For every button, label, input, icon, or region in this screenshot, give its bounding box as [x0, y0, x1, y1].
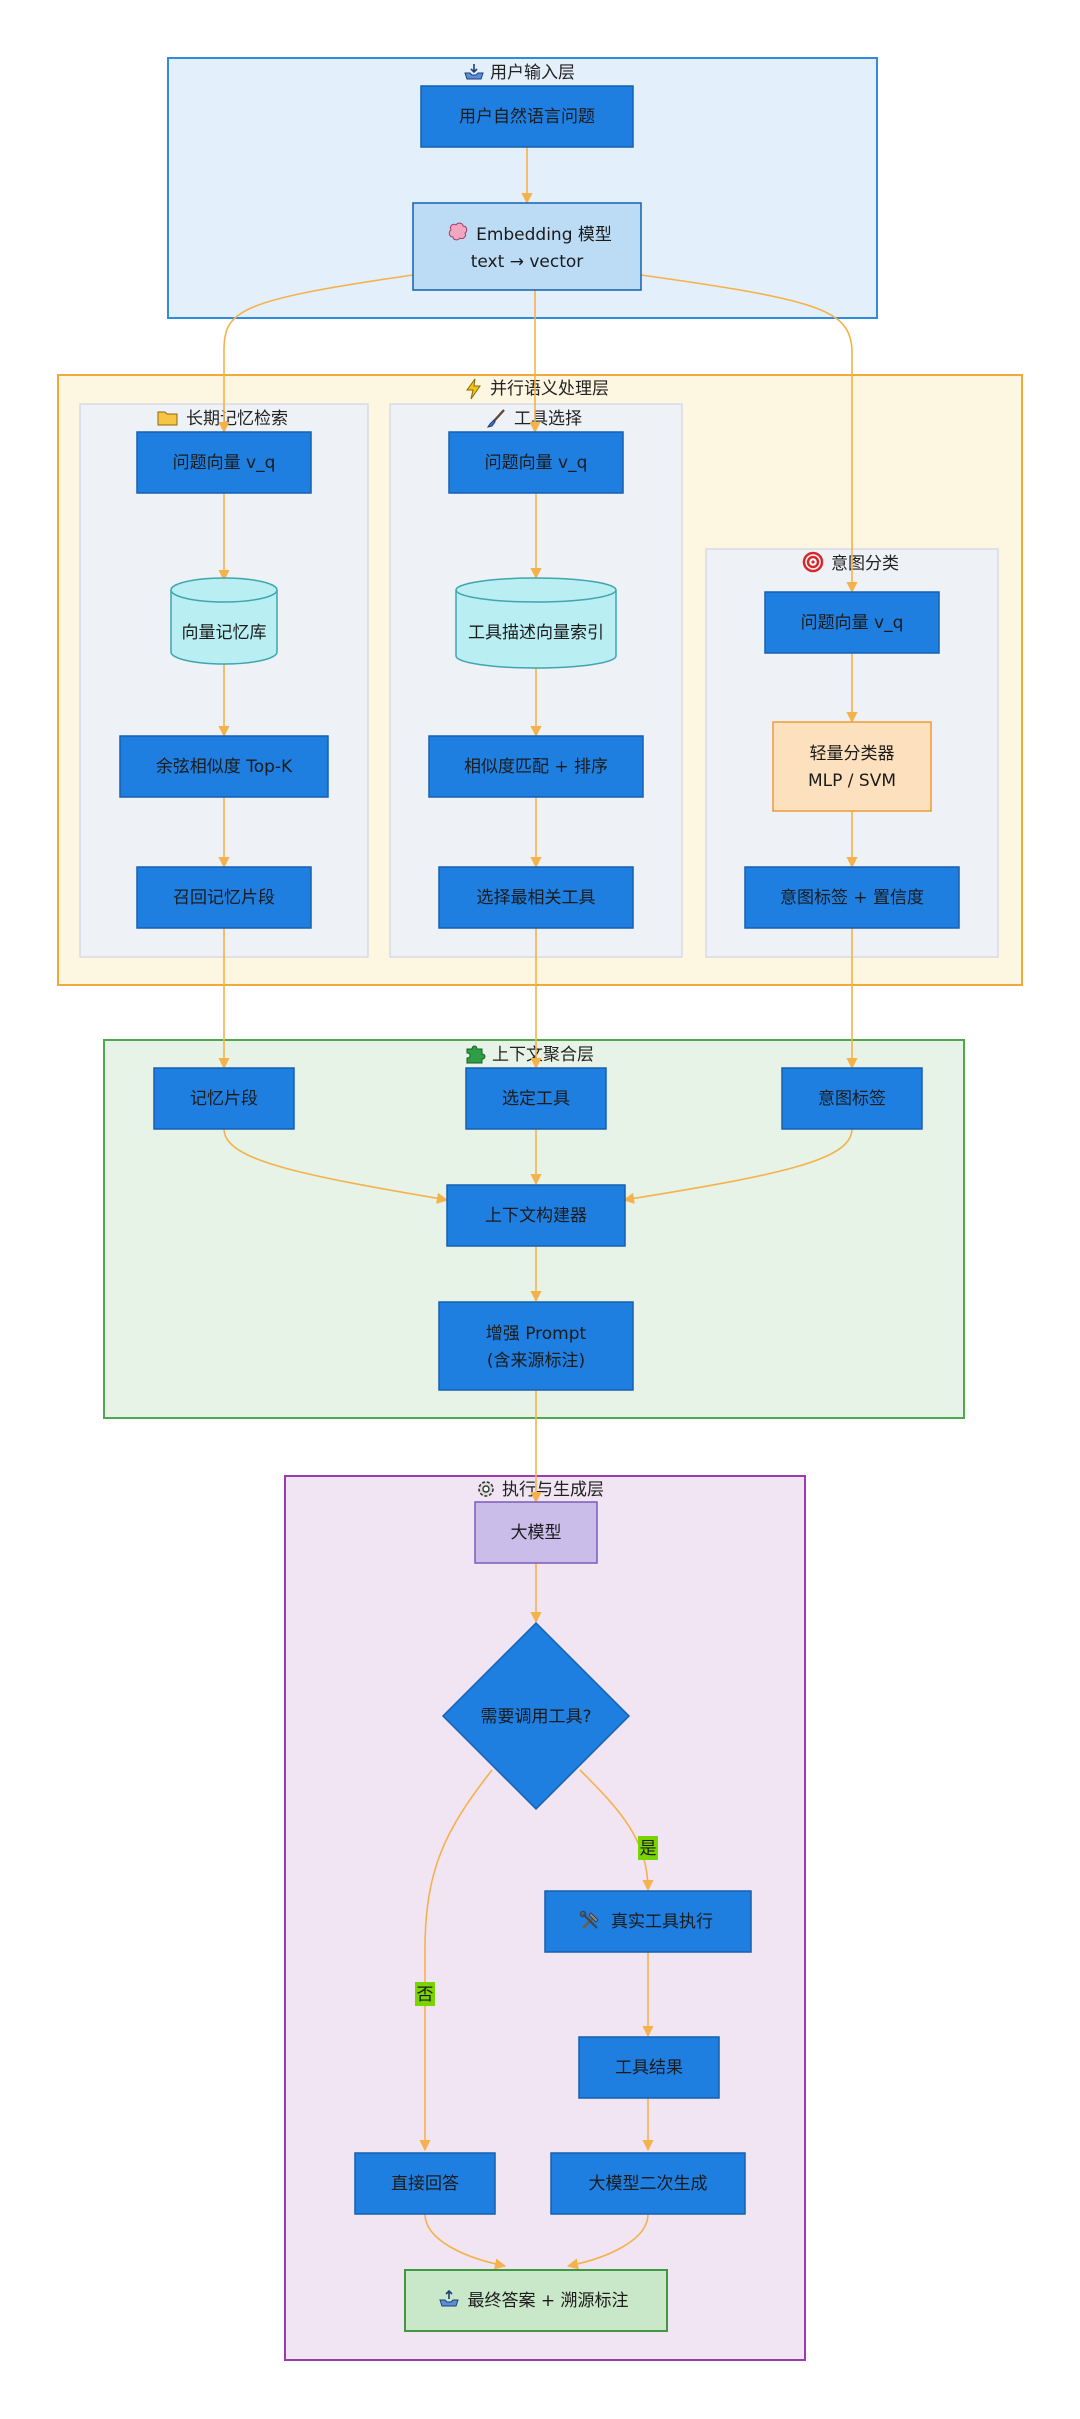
svg-text:意图标签: 意图标签 — [818, 1089, 886, 1109]
edge-llm-second-to-final — [566, 2213, 649, 2270]
edge-decision-to-direct — [419, 1769, 493, 2152]
execution-layer-title: 执行与生成层 — [478, 1480, 604, 1500]
semantic-layer-title-text: 并行语义处理层 — [490, 379, 609, 399]
svg-text:记忆片段: 记忆片段 — [190, 1089, 258, 1109]
svg-text:用户自然语言问题: 用户自然语言问题 — [459, 107, 595, 127]
context-layer-title: 上下文聚合层 — [466, 1045, 594, 1065]
svg-text:工具结果: 工具结果 — [615, 2058, 683, 2078]
edge-direct-to-final — [424, 2213, 507, 2270]
node-memory-query-vector: 问题向量 v_q — [136, 431, 312, 494]
node-similarity-match: 相似度匹配 + 排序 — [428, 735, 644, 798]
svg-text:上下文构建器: 上下文构建器 — [485, 1206, 587, 1226]
svg-text:问题向量 v_q: 问题向量 v_q — [485, 453, 588, 473]
svg-text:选定工具: 选定工具 — [502, 1089, 570, 1109]
node-ctx-intent: 意图标签 — [781, 1067, 923, 1130]
edge-label-no: 否 — [415, 1982, 435, 2006]
svg-text:最终答案 + 溯源标注: 最终答案 + 溯源标注 — [467, 2291, 628, 2311]
gear-icon — [478, 1481, 494, 1497]
svg-text:余弦相似度 Top-K: 余弦相似度 Top-K — [156, 757, 293, 777]
node-need-tool-decision: 需要调用工具? — [441, 1621, 631, 1811]
inbox-tray-icon — [464, 64, 484, 80]
svg-text:选择最相关工具: 选择最相关工具 — [477, 888, 596, 908]
node-llm: 大模型 — [474, 1501, 598, 1564]
node-intent-label-confidence: 意图标签 + 置信度 — [744, 866, 960, 929]
paintbrush-icon — [486, 409, 505, 428]
node-ctx-memory: 记忆片段 — [153, 1067, 295, 1130]
svg-text:问题向量 v_q: 问题向量 v_q — [801, 613, 904, 633]
node-tool-query-vector: 问题向量 v_q — [448, 431, 624, 494]
semantic-layer-title: 并行语义处理层 — [466, 378, 609, 400]
node-enhanced-prompt: 增强 Prompt (含来源标注) — [438, 1301, 634, 1391]
node-llm-second-generation: 大模型二次生成 — [550, 2152, 746, 2215]
intent-subgraph-title-text: 意图分类 — [831, 554, 899, 574]
node-ctx-tool: 选定工具 — [465, 1067, 607, 1130]
node-vector-memory-db: 向量记忆库 — [170, 577, 278, 665]
svg-text:召回记忆片段: 召回记忆片段 — [173, 888, 275, 908]
svg-text:大模型二次生成: 大模型二次生成 — [589, 2174, 708, 2194]
svg-text:text → vector: text → vector — [471, 252, 584, 272]
hammer-wrench-icon — [579, 1910, 599, 1929]
folder-icon — [157, 411, 178, 426]
svg-text:Embedding 模型: Embedding 模型 — [476, 225, 612, 245]
outbox-tray-icon — [439, 2289, 459, 2307]
node-recall-memory: 召回记忆片段 — [136, 866, 312, 929]
memory-subgraph-title: 长期记忆检索 — [157, 409, 288, 429]
context-layer-title-text: 上下文聚合层 — [492, 1045, 594, 1065]
edge-label-yes: 是 — [638, 1836, 658, 1860]
tools-subgraph-title-text: 工具选择 — [514, 409, 582, 429]
svg-text:相似度匹配 + 排序: 相似度匹配 + 排序 — [464, 757, 608, 777]
svg-text:意图标签 + 置信度: 意图标签 + 置信度 — [780, 888, 924, 908]
node-final-answer: 最终答案 + 溯源标注 — [404, 2269, 668, 2332]
svg-text:工具描述向量索引: 工具描述向量索引 — [468, 623, 604, 643]
edge-embedding-to-intent — [640, 274, 858, 594]
node-context-builder: 上下文构建器 — [446, 1184, 626, 1247]
svg-text:MLP / SVM: MLP / SVM — [808, 771, 896, 791]
svg-text:直接回答: 直接回答 — [391, 2174, 459, 2194]
input-layer-title: 用户输入层 — [464, 63, 575, 83]
svg-text:真实工具执行: 真实工具执行 — [611, 1912, 713, 1932]
edge-ctx-memory-to-builder — [223, 1128, 449, 1204]
svg-text:需要调用工具?: 需要调用工具? — [480, 1707, 591, 1727]
edge-embedding-to-memory — [218, 274, 414, 434]
node-user-question: 用户自然语言问题 — [420, 85, 634, 148]
svg-text:向量记忆库: 向量记忆库 — [182, 623, 267, 643]
node-light-classifier: 轻量分类器 MLP / SVM — [772, 721, 932, 812]
node-direct-answer: 直接回答 — [354, 2152, 496, 2215]
execution-layer-title-text: 执行与生成层 — [502, 1480, 604, 1500]
svg-text:(含来源标注): (含来源标注) — [487, 1351, 585, 1371]
edge-ctx-intent-to-builder — [622, 1128, 853, 1204]
svg-text:增强 Prompt: 增强 Prompt — [486, 1324, 587, 1344]
lightning-icon — [466, 378, 481, 400]
svg-text:否: 否 — [417, 1985, 434, 2005]
puzzle-piece-icon — [466, 1045, 486, 1064]
memory-subgraph-title-text: 长期记忆检索 — [186, 409, 288, 429]
node-tool-vector-index: 工具描述向量索引 — [455, 577, 617, 669]
brain-icon — [448, 222, 468, 241]
svg-text:大模型: 大模型 — [511, 1523, 562, 1543]
node-cosine-topk: 余弦相似度 Top-K — [119, 735, 329, 798]
svg-text:是: 是 — [640, 1839, 657, 1859]
edge-decision-to-tool-exec — [579, 1769, 654, 1892]
svg-text:问题向量 v_q: 问题向量 v_q — [173, 453, 276, 473]
node-real-tool-execution: 真实工具执行 — [544, 1890, 752, 1953]
node-tool-result: 工具结果 — [578, 2036, 720, 2099]
edges — [218, 147, 858, 2270]
node-embedding-model: Embedding 模型 text → vector — [412, 202, 642, 291]
svg-text:轻量分类器: 轻量分类器 — [810, 744, 895, 764]
intent-subgraph-title: 意图分类 — [802, 551, 899, 574]
input-layer-title-text: 用户输入层 — [490, 63, 575, 83]
node-select-tool: 选择最相关工具 — [438, 866, 634, 929]
target-icon — [802, 551, 824, 573]
node-intent-query-vector: 问题向量 v_q — [764, 591, 940, 654]
